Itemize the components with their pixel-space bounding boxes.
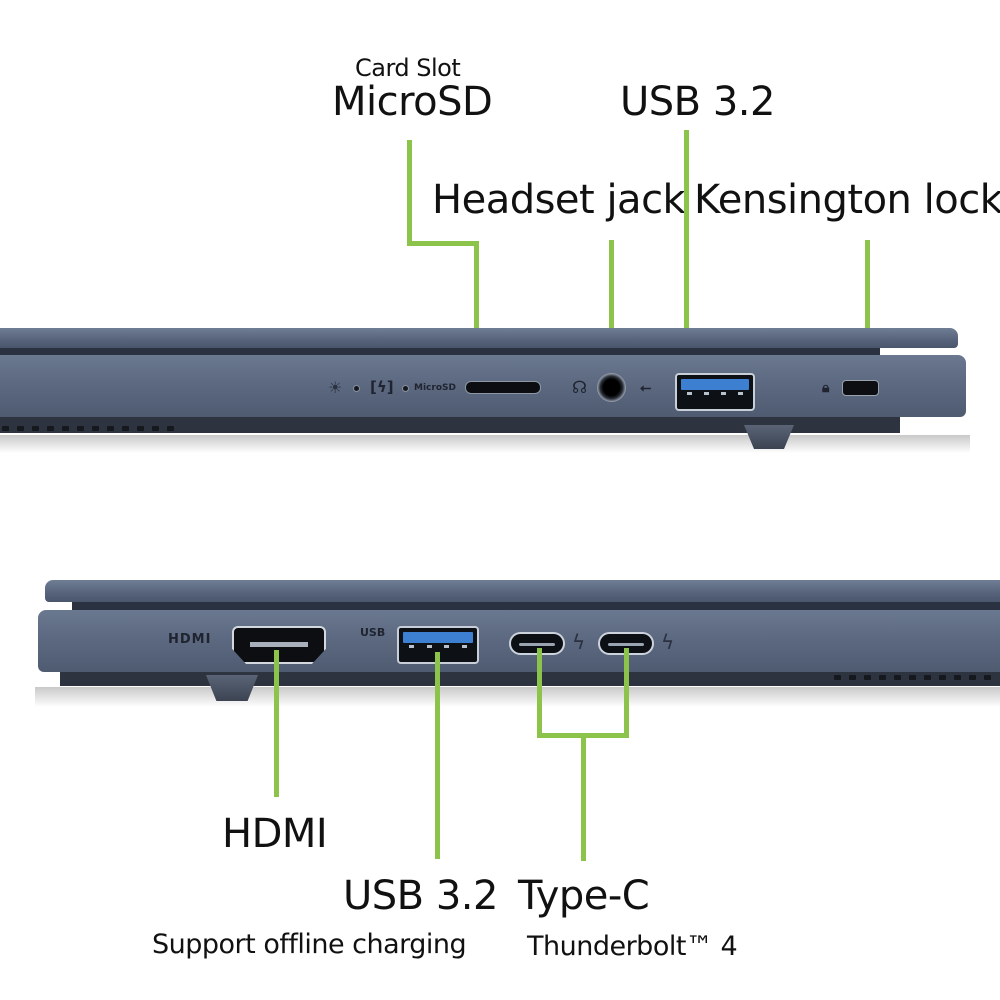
usb-charging-icon: USB [360,626,386,639]
thunderbolt-icon: ϟ [572,630,586,654]
usb-a-port-right[interactable] [675,373,755,411]
shadow [35,687,1000,707]
typec-callout-line-1 [537,648,542,738]
microsd-card-slot[interactable] [465,381,541,394]
battery-charging-icon: [ϟ] [370,378,394,396]
hdmi-port[interactable] [232,626,326,664]
base-bottom [60,672,1000,686]
usb-bottom-callout-line [435,652,440,859]
kensington-lock-slot[interactable] [842,380,879,396]
battery-led [402,385,409,392]
headset-jack-port[interactable] [597,373,626,402]
hinge-seam [72,602,1000,610]
typec-callout-line-2 [624,648,629,738]
usb-top-callout-line [684,130,689,398]
kensington-lock-label: Kensington lock [694,177,1000,223]
base-bottom [0,417,900,433]
microsd-callout-line-v [474,241,479,387]
card-slot-caption: Card Slot [355,54,461,82]
typec-label: Type-C [518,873,650,919]
shadow [0,435,970,453]
hinge-seam [0,348,880,355]
microsd-callout-line-h [407,241,479,246]
usb-offline-charging-note: Support offline charging [152,929,467,960]
usb-bottom-label: USB 3.2 [343,873,498,919]
typec-callout-line-v [581,733,586,861]
headset-callout-line [609,240,614,395]
lid [0,328,958,348]
lightbulb-icon: ☀ [328,378,343,397]
thunderbolt-note: Thunderbolt™ 4 [527,931,738,962]
headset-icon: ☊ [572,378,588,398]
microsd-port-text: MicroSD [414,383,456,393]
power-led [353,385,360,392]
laptop-left-side [0,575,1000,710]
laptop-right-side [0,325,1000,455]
usb-icon: ⭠ [640,380,652,396]
headset-jack-label: Headset jack [432,177,686,223]
kensington-callout-line [865,240,870,390]
kensington-lock-icon: 🔒︎ [822,380,830,396]
hdmi-port-text: HDMI [168,632,212,647]
lid [45,580,1000,602]
usb-top-label: USB 3.2 [620,79,775,125]
microsd-label: MicroSD [332,79,493,125]
microsd-callout-line [407,140,412,246]
thunderbolt-icon: ϟ [661,630,675,654]
hdmi-callout-line [274,650,279,797]
hdmi-label: HDMI [222,811,328,857]
